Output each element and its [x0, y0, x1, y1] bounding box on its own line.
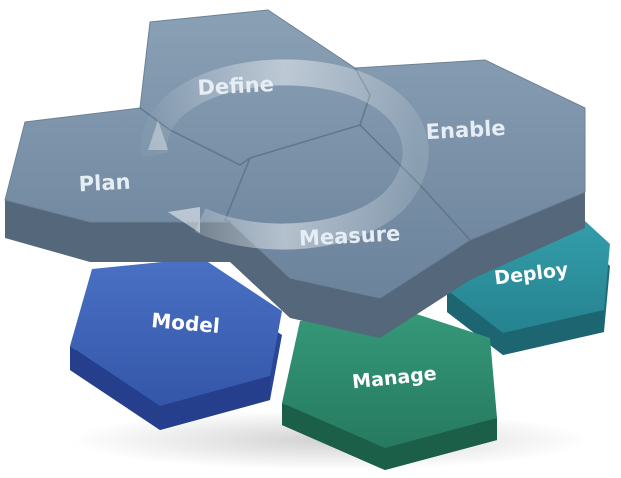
hexagon-manage: Manage [282, 308, 497, 470]
label-model: Model [150, 308, 220, 338]
label-measure: Measure [298, 221, 400, 250]
cycle-arrow [141, 59, 429, 250]
hexagon-model: Model [70, 258, 282, 430]
arrow-head-icon [168, 207, 200, 233]
arrow-tail-icon [148, 120, 168, 150]
label-enable: Enable [425, 116, 506, 144]
label-define: Define [197, 72, 275, 100]
label-plan: Plan [78, 170, 131, 197]
